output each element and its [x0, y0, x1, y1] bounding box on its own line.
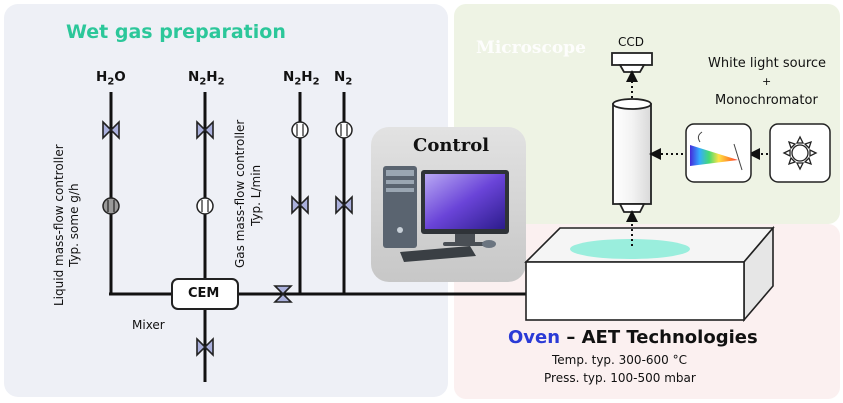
gas-controller-typical: Typ. L/min [249, 164, 263, 226]
valve-icon [335, 195, 353, 215]
gas-label-n2h2: N2H2 [283, 69, 320, 88]
sample-spot [570, 239, 690, 259]
oven-company: AET Technologies [581, 327, 758, 348]
gas-label-h2o: H2O [96, 69, 126, 88]
valve-icon [196, 120, 214, 140]
gas-flowmeter-icon [335, 121, 353, 139]
liquid-controller-typical: Typ. some g/h [67, 183, 81, 267]
gas-flowmeter-icon [196, 197, 214, 215]
gas-lines [109, 92, 526, 382]
oven-icon [524, 225, 775, 323]
oven-press: Press. typ. 100-500 mbar [544, 371, 696, 385]
microscope-objective-icon [612, 98, 652, 213]
oven-dash: – [566, 327, 576, 348]
liquid-controller-label: Liquid mass-flow controller [52, 144, 66, 306]
wet-gas-panel [4, 4, 448, 397]
ccd-label: CCD [618, 35, 644, 49]
gas-label-n2h2: N2H2 [188, 69, 225, 88]
cem-box [171, 278, 239, 310]
valve-icon [273, 285, 293, 303]
cem-label: CEM [188, 286, 220, 301]
monochromator-icon [685, 123, 752, 183]
light-source-plus: + [762, 75, 772, 88]
mixer-label: Mixer [132, 318, 165, 332]
optical-path [626, 70, 768, 246]
oven-temp: Temp. typ. 300-600 °C [552, 353, 687, 367]
oven-name: Oven [508, 327, 561, 348]
computer-icon [383, 166, 509, 262]
white-light-source-icon [769, 123, 831, 183]
valve-icon [102, 120, 120, 140]
microscope-title: Microscope [476, 38, 586, 58]
liquid-flowmeter-icon [102, 197, 120, 215]
wet-gas-title: Wet gas preparation [66, 21, 286, 43]
valve-icon [291, 195, 309, 215]
monochromator-label: Monochromator [715, 93, 818, 108]
gas-flowmeter-icon [291, 121, 309, 139]
light-source-label: White light source [708, 56, 827, 71]
control-title: Control [413, 135, 490, 156]
oven-title: Oven – AET Technologies [508, 327, 758, 348]
gas-label-n2: N2 [334, 69, 353, 88]
valve-icon [196, 337, 214, 357]
gas-controller-label: Gas mass-flow controller [233, 119, 247, 268]
